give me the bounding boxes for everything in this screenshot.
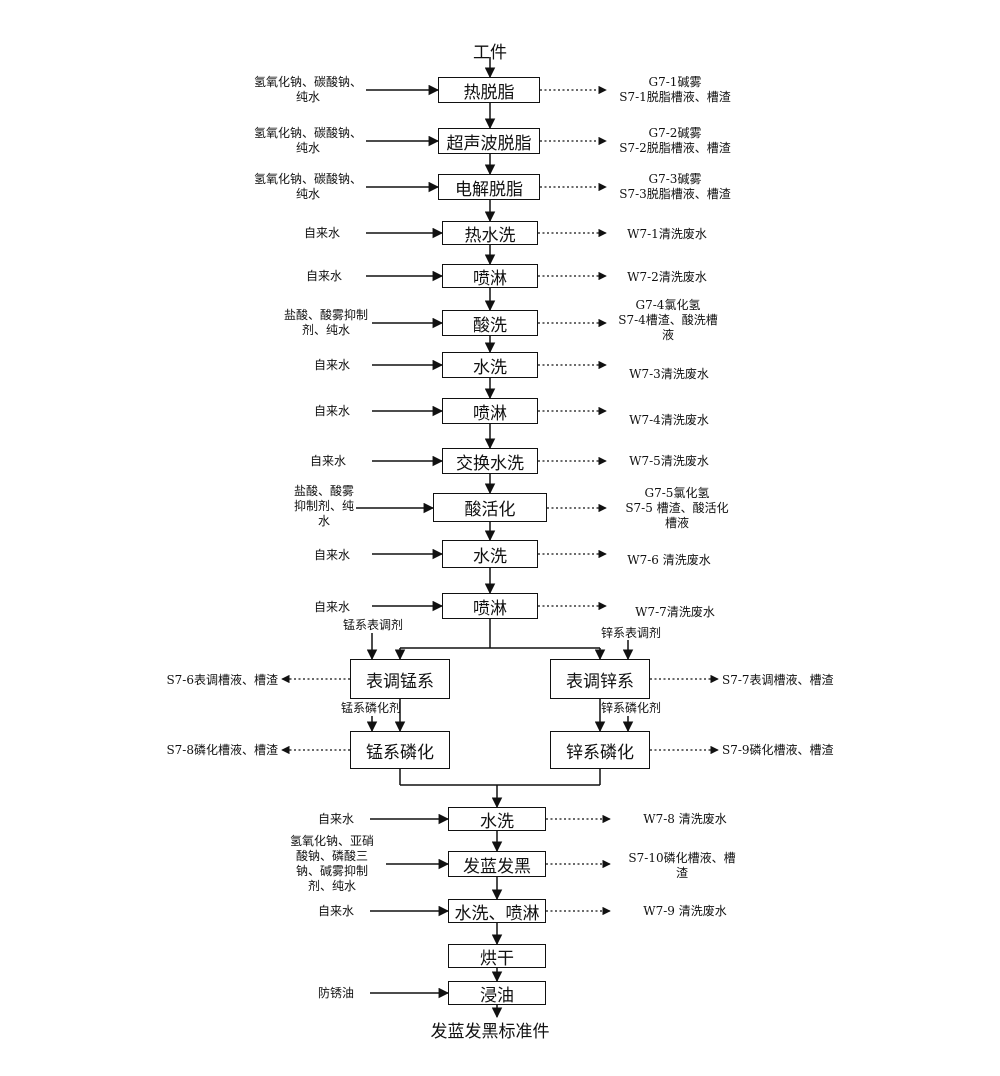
step-hot-degrease: 热脱脂 [438, 77, 540, 103]
output-label-s1: G7-1碱雾 S7-1脱脂槽液、槽渣 [619, 75, 731, 104]
input-label-s13: 自来水 [317, 812, 354, 826]
input-label-s12: 自来水 [313, 600, 350, 614]
step-wash-spray: 水洗、喷淋 [448, 899, 546, 924]
input-label-s17: 防锈油 [317, 986, 354, 1000]
step-water-wash-3: 水洗 [448, 807, 546, 832]
output-label-mn-phos: S7-8磷化槽液、槽渣 [166, 743, 278, 757]
step-zn-surface-adjust: 表调锌系 [550, 659, 650, 699]
input-label-s3: 氢氧化钠、碳酸钠、 纯水 [253, 172, 362, 201]
agent-label-zn-phos: 锌系磷化剂 [600, 701, 661, 715]
output-label-s11: W7-6 清洗废水 [627, 553, 711, 567]
agent-label-mn-adjust: 锰系表调剂 [342, 618, 403, 632]
input-label-s14: 氢氧化钠、亚硝 酸钠、磷酸三 钠、碱雾抑制 剂、纯水 [289, 834, 374, 893]
output-label-mn-adjust: S7-6表调槽液、槽渣 [166, 673, 278, 687]
input-label-s6: 盐酸、酸雾抑制 剂、纯水 [283, 308, 368, 337]
input-label-s7: 自来水 [313, 358, 350, 372]
output-label-s14: S7-10磷化槽液、槽 渣 [628, 851, 736, 880]
output-label-s5: W7-2清洗废水 [627, 270, 707, 284]
input-label-s8: 自来水 [313, 404, 350, 418]
output-label-s4: W7-1清洗废水 [627, 227, 707, 241]
agent-label-mn-phos: 锰系磷化剂 [340, 701, 401, 715]
end-label: 发蓝发黑标准件 [430, 1022, 550, 1042]
step-electrolytic-degrease: 电解脱脂 [438, 174, 540, 200]
output-label-zn-adjust: S7-7表调槽液、槽渣 [722, 673, 834, 687]
step-hot-water-wash: 热水洗 [442, 221, 538, 246]
step-spray-1: 喷淋 [442, 264, 538, 289]
output-label-s2: G7-2碱雾 S7-2脱脂槽液、槽渣 [619, 126, 731, 155]
step-mn-surface-adjust: 表调锰系 [350, 659, 450, 699]
step-bluing-blackening: 发蓝发黑 [448, 851, 546, 877]
input-label-s15: 自来水 [317, 904, 354, 918]
output-label-s7: W7-3清洗废水 [629, 367, 709, 381]
input-label-s9: 自来水 [309, 454, 346, 468]
output-label-s15: W7-9 清洗废水 [643, 904, 727, 918]
output-label-s10: G7-5氯化氢 S7-5 槽渣、酸活化 槽液 [625, 486, 729, 530]
output-label-s9: W7-5清洗废水 [629, 454, 709, 468]
step-spray-3: 喷淋 [442, 593, 538, 619]
step-exchange-water-wash: 交换水洗 [442, 448, 538, 474]
step-spray-2: 喷淋 [442, 398, 538, 424]
output-label-s6: G7-4氯化氢 S7-4槽渣、酸洗槽 液 [618, 298, 718, 342]
output-label-s3: G7-3碱雾 S7-3脱脂槽液、槽渣 [619, 172, 731, 201]
input-label-s4: 自来水 [303, 226, 340, 240]
step-water-wash-2: 水洗 [442, 540, 538, 568]
step-zn-phosphating: 锌系磷化 [550, 731, 650, 769]
step-water-wash-1: 水洗 [442, 352, 538, 378]
step-mn-phosphating: 锰系磷化 [350, 731, 450, 769]
step-drying: 烘干 [448, 944, 546, 969]
step-ultrasonic-degrease: 超声波脱脂 [438, 128, 540, 154]
input-label-s10: 盐酸、酸雾 抑制剂、纯 水 [293, 484, 354, 528]
step-oil-dip: 浸油 [448, 981, 546, 1006]
output-label-s12: W7-7清洗废水 [635, 605, 715, 619]
start-label: 工件 [473, 43, 507, 63]
output-label-s13: W7-8 清洗废水 [643, 812, 727, 826]
output-label-s8: W7-4清洗废水 [629, 413, 709, 427]
output-label-zn-phos: S7-9磷化槽液、槽渣 [722, 743, 834, 757]
agent-label-zn-adjust: 锌系表调剂 [600, 626, 661, 640]
step-acid-activation: 酸活化 [433, 493, 547, 522]
step-acid-pickling: 酸洗 [442, 310, 538, 336]
input-label-s2: 氢氧化钠、碳酸钠、 纯水 [253, 126, 362, 155]
input-label-s11: 自来水 [313, 548, 350, 562]
input-label-s5: 自来水 [305, 269, 342, 283]
input-label-s1: 氢氧化钠、碳酸钠、 纯水 [253, 75, 362, 104]
